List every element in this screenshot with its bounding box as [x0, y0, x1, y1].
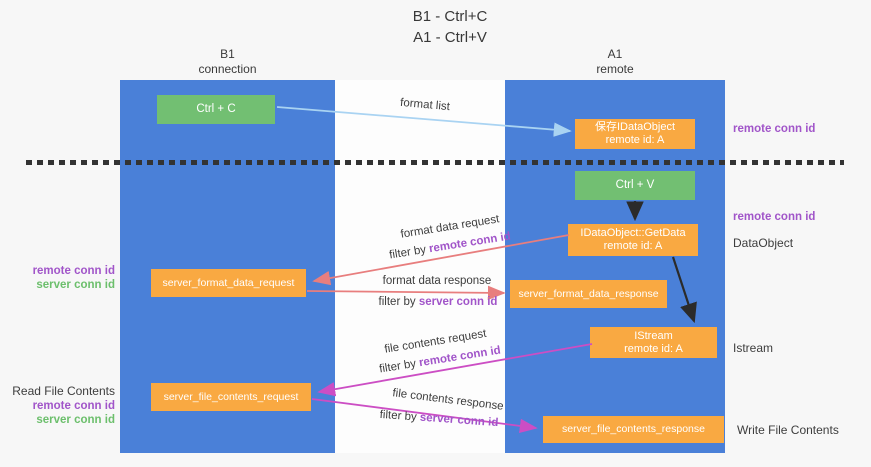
node-ctrl-v: Ctrl + V — [575, 171, 695, 200]
filter-by-text: filter by — [378, 296, 419, 308]
edge-label-filter-server-1: filter by server conn id — [377, 296, 499, 308]
format-data-response-text: format data response — [382, 275, 492, 287]
node-ctrl-v-label: Ctrl + V — [615, 179, 655, 191]
right-label-write-file-contents: Write File Contents — [737, 423, 839, 437]
node-server-format-data-request: server_format_data_request — [151, 269, 306, 297]
server-conn-id-text: server conn id — [418, 296, 498, 308]
left-label-server-conn-id-2: server conn id — [36, 414, 115, 426]
node-getdata-label: IDataObject::GetData — [580, 227, 686, 239]
left-label-read-file-contents: Read File Contents — [12, 384, 115, 398]
node-save-idataobject-remote-id: remote id: A — [605, 134, 665, 146]
node-file-request-label: server_file_contents_request — [163, 390, 299, 403]
node-istream-label: IStream — [634, 329, 673, 342]
node-save-idataobject: 保存IDataObject remote id: A — [575, 119, 695, 149]
left-label-remote-conn-id-1: remote conn id — [32, 265, 115, 277]
edge-label-format-data-response: format data response — [382, 275, 492, 287]
node-istream: IStream remote id: A — [590, 327, 717, 358]
lane-a1-name: A1 — [607, 47, 623, 61]
lane-b1-name: B1 — [220, 47, 235, 61]
node-file-response-label: server_file_contents_response — [561, 423, 705, 435]
lane-a1-subtitle: remote — [596, 62, 634, 76]
right-label-istream: Istream — [733, 341, 774, 355]
title-line-1: B1 - Ctrl+C — [412, 8, 488, 25]
node-format-request-label: server_format_data_request — [162, 276, 295, 289]
right-label-remote-conn-id-2: remote conn id — [733, 211, 816, 223]
lane-b1-subtitle: connection — [198, 62, 257, 76]
node-server-format-data-response: server_format_data_response — [510, 280, 667, 308]
dashed-divider-line — [26, 160, 844, 165]
node-server-file-contents-response: server_file_contents_response — [543, 416, 724, 443]
node-server-file-contents-request: server_file_contents_request — [151, 383, 311, 411]
node-ctrl-c: Ctrl + C — [157, 95, 275, 124]
node-ctrl-c-label: Ctrl + C — [196, 103, 236, 115]
right-label-remote-conn-id-1: remote conn id — [733, 123, 816, 135]
title-line-2: A1 - Ctrl+V — [413, 29, 487, 46]
node-idataobject-getdata: IDataObject::GetData remote id: A — [568, 224, 698, 256]
lane-header-a1: A1 remote — [505, 47, 725, 77]
right-label-dataobject: DataObject — [733, 236, 794, 250]
node-getdata-remote-id: remote id: A — [603, 240, 663, 252]
node-istream-remote-id: remote id: A — [624, 342, 683, 355]
left-label-server-conn-id-1: server conn id — [36, 279, 115, 291]
node-save-idataobject-label: 保存IDataObject — [594, 121, 676, 133]
node-format-response-label: server_format_data_response — [518, 287, 659, 300]
diagram-title: B1 - Ctrl+C A1 - Ctrl+V — [330, 6, 570, 48]
left-label-remote-conn-id-2: remote conn id — [32, 400, 115, 412]
lane-header-b1: B1 connection — [120, 47, 335, 77]
